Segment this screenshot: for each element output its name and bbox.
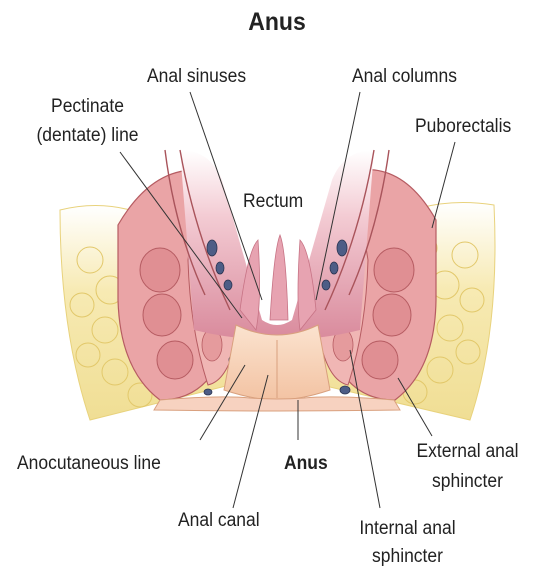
label-pectinate-line-2: (dentate) line — [20, 124, 155, 147]
label-puborectalis: Puborectalis — [415, 115, 511, 138]
diagram-title: Anus — [231, 8, 323, 36]
label-pectinate-line-1: Pectinate — [25, 95, 149, 118]
label-anal-columns: Anal columns — [352, 65, 457, 88]
label-anal-canal: Anal canal — [178, 509, 260, 532]
label-external-sphincter-1: External anal — [405, 440, 529, 463]
label-anal-sinuses: Anal sinuses — [147, 65, 246, 88]
label-anus: Anus — [284, 452, 328, 475]
label-internal-sphincter-1: Internal anal — [345, 517, 469, 540]
label-anocutaneous-line: Anocutaneous line — [17, 452, 161, 475]
label-rectum: Rectum — [243, 190, 303, 213]
label-internal-sphincter-2: sphincter — [345, 545, 469, 568]
label-external-sphincter-2: sphincter — [405, 470, 529, 493]
